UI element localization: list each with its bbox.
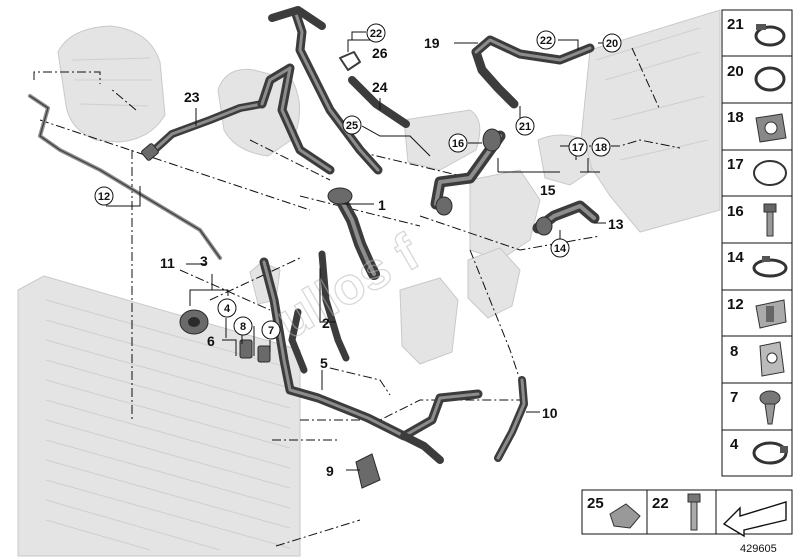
callout-8: 8 bbox=[240, 321, 246, 333]
leader-lines bbox=[106, 31, 620, 471]
callout-10: 10 bbox=[542, 405, 558, 421]
callout-26: 26 bbox=[372, 45, 388, 61]
callout-9: 9 bbox=[326, 463, 334, 479]
callout-17: 17 bbox=[572, 142, 584, 154]
callout-6: 6 bbox=[207, 333, 215, 349]
hose-parts bbox=[28, 6, 600, 489]
legend-item-21: 21 bbox=[727, 16, 744, 33]
callout-3: 3 bbox=[200, 253, 208, 269]
legend-item-4: 4 bbox=[730, 436, 739, 453]
legend-item-17: 17 bbox=[727, 156, 744, 173]
callout-20: 20 bbox=[606, 38, 618, 50]
callout-2: 2 bbox=[322, 315, 330, 331]
reference-lines bbox=[33, 47, 681, 547]
circled-callouts bbox=[94, 23, 622, 340]
legend-item-12: 12 bbox=[727, 296, 744, 313]
callout-25: 25 bbox=[346, 120, 358, 132]
seal-ring-icon bbox=[753, 160, 787, 186]
legend-item-22: 22 bbox=[652, 495, 669, 512]
callout-14: 14 bbox=[554, 243, 567, 255]
spring-clamp-icon bbox=[752, 256, 788, 278]
background-components bbox=[17, 9, 721, 557]
hose-clip-icon bbox=[755, 299, 787, 329]
callout-15: 15 bbox=[540, 182, 556, 198]
callout-23: 23 bbox=[184, 89, 200, 105]
circled-callout-labels: 12 4 8 7 14 16 17 18 20 21 22 22 25 bbox=[98, 28, 618, 337]
legend-item-8: 8 bbox=[730, 343, 738, 360]
clamp-band-icon bbox=[752, 441, 788, 465]
callout-16: 16 bbox=[452, 138, 464, 150]
callout-labels: 1 2 3 5 6 9 10 11 13 15 19 23 24 26 bbox=[160, 35, 624, 479]
callout-21: 21 bbox=[519, 121, 531, 133]
callout-13: 13 bbox=[608, 216, 624, 232]
legend-item-20: 20 bbox=[727, 63, 744, 80]
parts-legend: 21 20 18 17 16 14 12 8 7 4 bbox=[721, 9, 793, 477]
legend-item-16: 16 bbox=[727, 203, 744, 220]
legend-item-25: 25 bbox=[587, 495, 604, 512]
legend-item-18: 18 bbox=[727, 109, 744, 126]
bottom-legend: 25 22 bbox=[581, 489, 793, 538]
callout-22-right: 22 bbox=[540, 35, 552, 47]
gasket-icon bbox=[755, 113, 787, 143]
callout-11: 11 bbox=[160, 255, 175, 271]
hose-clamp-icon bbox=[754, 24, 786, 47]
retainer-clip-icon bbox=[759, 341, 785, 377]
expanding-rivet-icon bbox=[759, 390, 781, 425]
callout-7: 7 bbox=[268, 325, 274, 337]
legend-item-7: 7 bbox=[730, 389, 738, 406]
callout-22-left: 22 bbox=[370, 28, 382, 40]
callout-12: 12 bbox=[98, 191, 110, 203]
callout-19: 19 bbox=[424, 35, 440, 51]
callout-18: 18 bbox=[595, 142, 607, 154]
callout-24: 24 bbox=[372, 79, 388, 95]
callout-5: 5 bbox=[320, 355, 328, 371]
bolt-icon bbox=[687, 493, 701, 531]
diagram-reference-number: 429605 bbox=[740, 543, 777, 555]
callout-4: 4 bbox=[224, 303, 231, 315]
screw-icon bbox=[763, 203, 777, 237]
legend-item-14: 14 bbox=[727, 249, 744, 266]
cable-tie-icon bbox=[609, 503, 641, 529]
callout-1: 1 bbox=[378, 197, 386, 213]
arrow-symbol-icon bbox=[722, 501, 787, 538]
o-ring-icon bbox=[754, 66, 786, 92]
